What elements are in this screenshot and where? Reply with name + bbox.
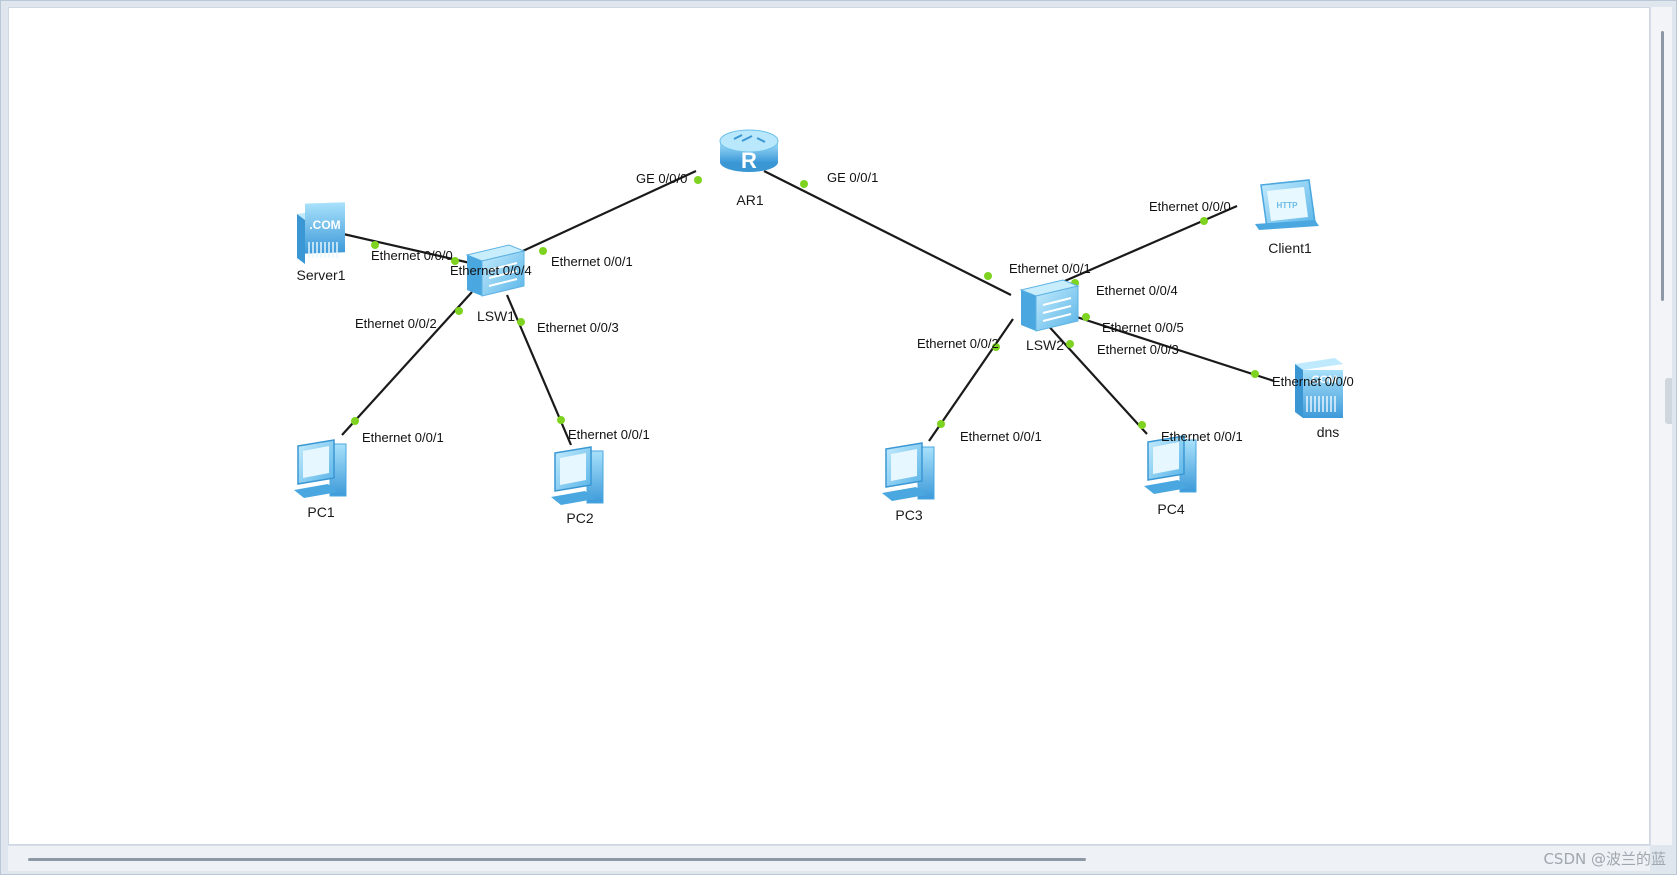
port-dot	[992, 343, 1000, 351]
svg-text:.COM: .COM	[309, 218, 340, 232]
pc-icon	[1144, 435, 1197, 494]
port-label: Ethernet 0/0/1	[362, 430, 444, 445]
port-dots	[351, 176, 1259, 429]
port-label: Ethernet 0/0/1	[1161, 429, 1243, 444]
device-label-pc1: PC1	[307, 504, 334, 520]
topology-diagram: R AR1 LSW1	[294, 129, 1354, 526]
server-icon: .COM	[297, 202, 345, 264]
links	[338, 170, 1275, 446]
port-label: Ethernet 0/0/2	[355, 316, 437, 331]
pc-pc3[interactable]: PC3	[882, 442, 935, 523]
pc-pc4[interactable]: PC4	[1144, 435, 1197, 517]
pc-pc1[interactable]: PC1	[294, 439, 347, 520]
link-lsw1-pc1[interactable]	[341, 291, 473, 436]
port-dot	[455, 307, 463, 315]
port-dot	[1251, 370, 1259, 378]
device-label-pc4: PC4	[1157, 501, 1184, 517]
port-labels: GE 0/0/0 GE 0/0/1 Ethernet 0/0/0 Etherne…	[355, 170, 1354, 445]
port-dot	[451, 257, 459, 265]
switch-icon	[1019, 279, 1080, 332]
svg-text:HTTP: HTTP	[1277, 201, 1299, 210]
port-label: Ethernet 0/0/4	[1096, 283, 1178, 298]
switch-icon	[465, 244, 526, 297]
device-label-client1: Client1	[1268, 240, 1312, 256]
port-dot	[1082, 313, 1090, 321]
device-label-pc2: PC2	[566, 510, 593, 526]
port-label: GE 0/0/0	[636, 171, 687, 186]
link-ar1-lsw2[interactable]	[763, 170, 1012, 296]
pc-pc2[interactable]: PC2	[551, 446, 604, 526]
port-label: Ethernet 0/0/0	[1272, 374, 1354, 389]
port-dot	[351, 417, 359, 425]
link-lsw2-pc4[interactable]	[1043, 320, 1148, 435]
server-server1[interactable]: .COM Server1	[296, 202, 346, 283]
port-dot	[1200, 217, 1208, 225]
port-label: Ethernet 0/0/2	[917, 336, 999, 351]
vertical-scroll-thumb[interactable]	[1661, 31, 1664, 301]
port-label: Ethernet 0/0/1	[960, 429, 1042, 444]
port-label: Ethernet 0/0/1	[1009, 261, 1091, 276]
watermark: CSDN @波兰的蓝	[1543, 850, 1666, 868]
port-label: Ethernet 0/0/1	[568, 427, 650, 442]
server-icon: .COM	[1295, 358, 1343, 418]
pc-icon	[551, 446, 604, 505]
device-label-lsw1: LSW1	[477, 308, 515, 324]
port-dot	[694, 176, 702, 184]
link-ar1-lsw1[interactable]	[498, 170, 697, 263]
port-dot	[1138, 421, 1146, 429]
port-dot	[557, 416, 565, 424]
svg-text:.COM: .COM	[1309, 374, 1338, 386]
port-label: Ethernet 0/0/3	[537, 320, 619, 335]
device-label-lsw2: LSW2	[1026, 337, 1064, 353]
server-dns[interactable]: .COM dns	[1295, 358, 1343, 440]
device-label-server1: Server1	[296, 267, 345, 283]
pc-icon	[882, 442, 935, 501]
horizontal-scrollbar[interactable]	[8, 845, 1650, 871]
port-label: Ethernet 0/0/0	[371, 248, 453, 263]
device-label-ar1: AR1	[736, 192, 763, 208]
port-label: Ethernet 0/0/1	[551, 254, 633, 269]
panel-collapse-handle[interactable]	[1665, 378, 1672, 424]
device-label-dns: dns	[1317, 424, 1340, 440]
client-client1[interactable]: HTTP Client1	[1255, 179, 1319, 256]
port-dot	[371, 241, 379, 249]
port-dot	[539, 247, 547, 255]
port-dot	[800, 180, 808, 188]
port-dot	[517, 318, 525, 326]
router-ar1[interactable]: R AR1	[719, 129, 779, 208]
switch-lsw1[interactable]: LSW1	[465, 244, 526, 324]
svg-text:R: R	[741, 148, 757, 173]
port-dot	[1066, 340, 1074, 348]
port-label: Ethernet 0/0/0	[1149, 199, 1231, 214]
port-label: Ethernet 0/0/4	[450, 263, 532, 278]
port-label: Ethernet 0/0/5	[1102, 320, 1184, 335]
topology-canvas[interactable]: R AR1 LSW1	[8, 7, 1650, 845]
port-label: Ethernet 0/0/3	[1097, 342, 1179, 357]
port-dot	[937, 420, 945, 428]
router-icon: R	[719, 129, 779, 173]
horizontal-scroll-thumb[interactable]	[28, 858, 1086, 861]
link-lsw2-dns[interactable]	[1051, 307, 1275, 383]
switch-lsw2[interactable]: LSW2	[1019, 279, 1080, 353]
pc-icon	[294, 439, 347, 498]
device-label-pc3: PC3	[895, 507, 922, 523]
port-label: GE 0/0/1	[827, 170, 878, 185]
client-icon: HTTP	[1255, 179, 1319, 230]
port-dot	[984, 272, 992, 280]
vertical-scrollbar[interactable]	[1650, 7, 1672, 845]
